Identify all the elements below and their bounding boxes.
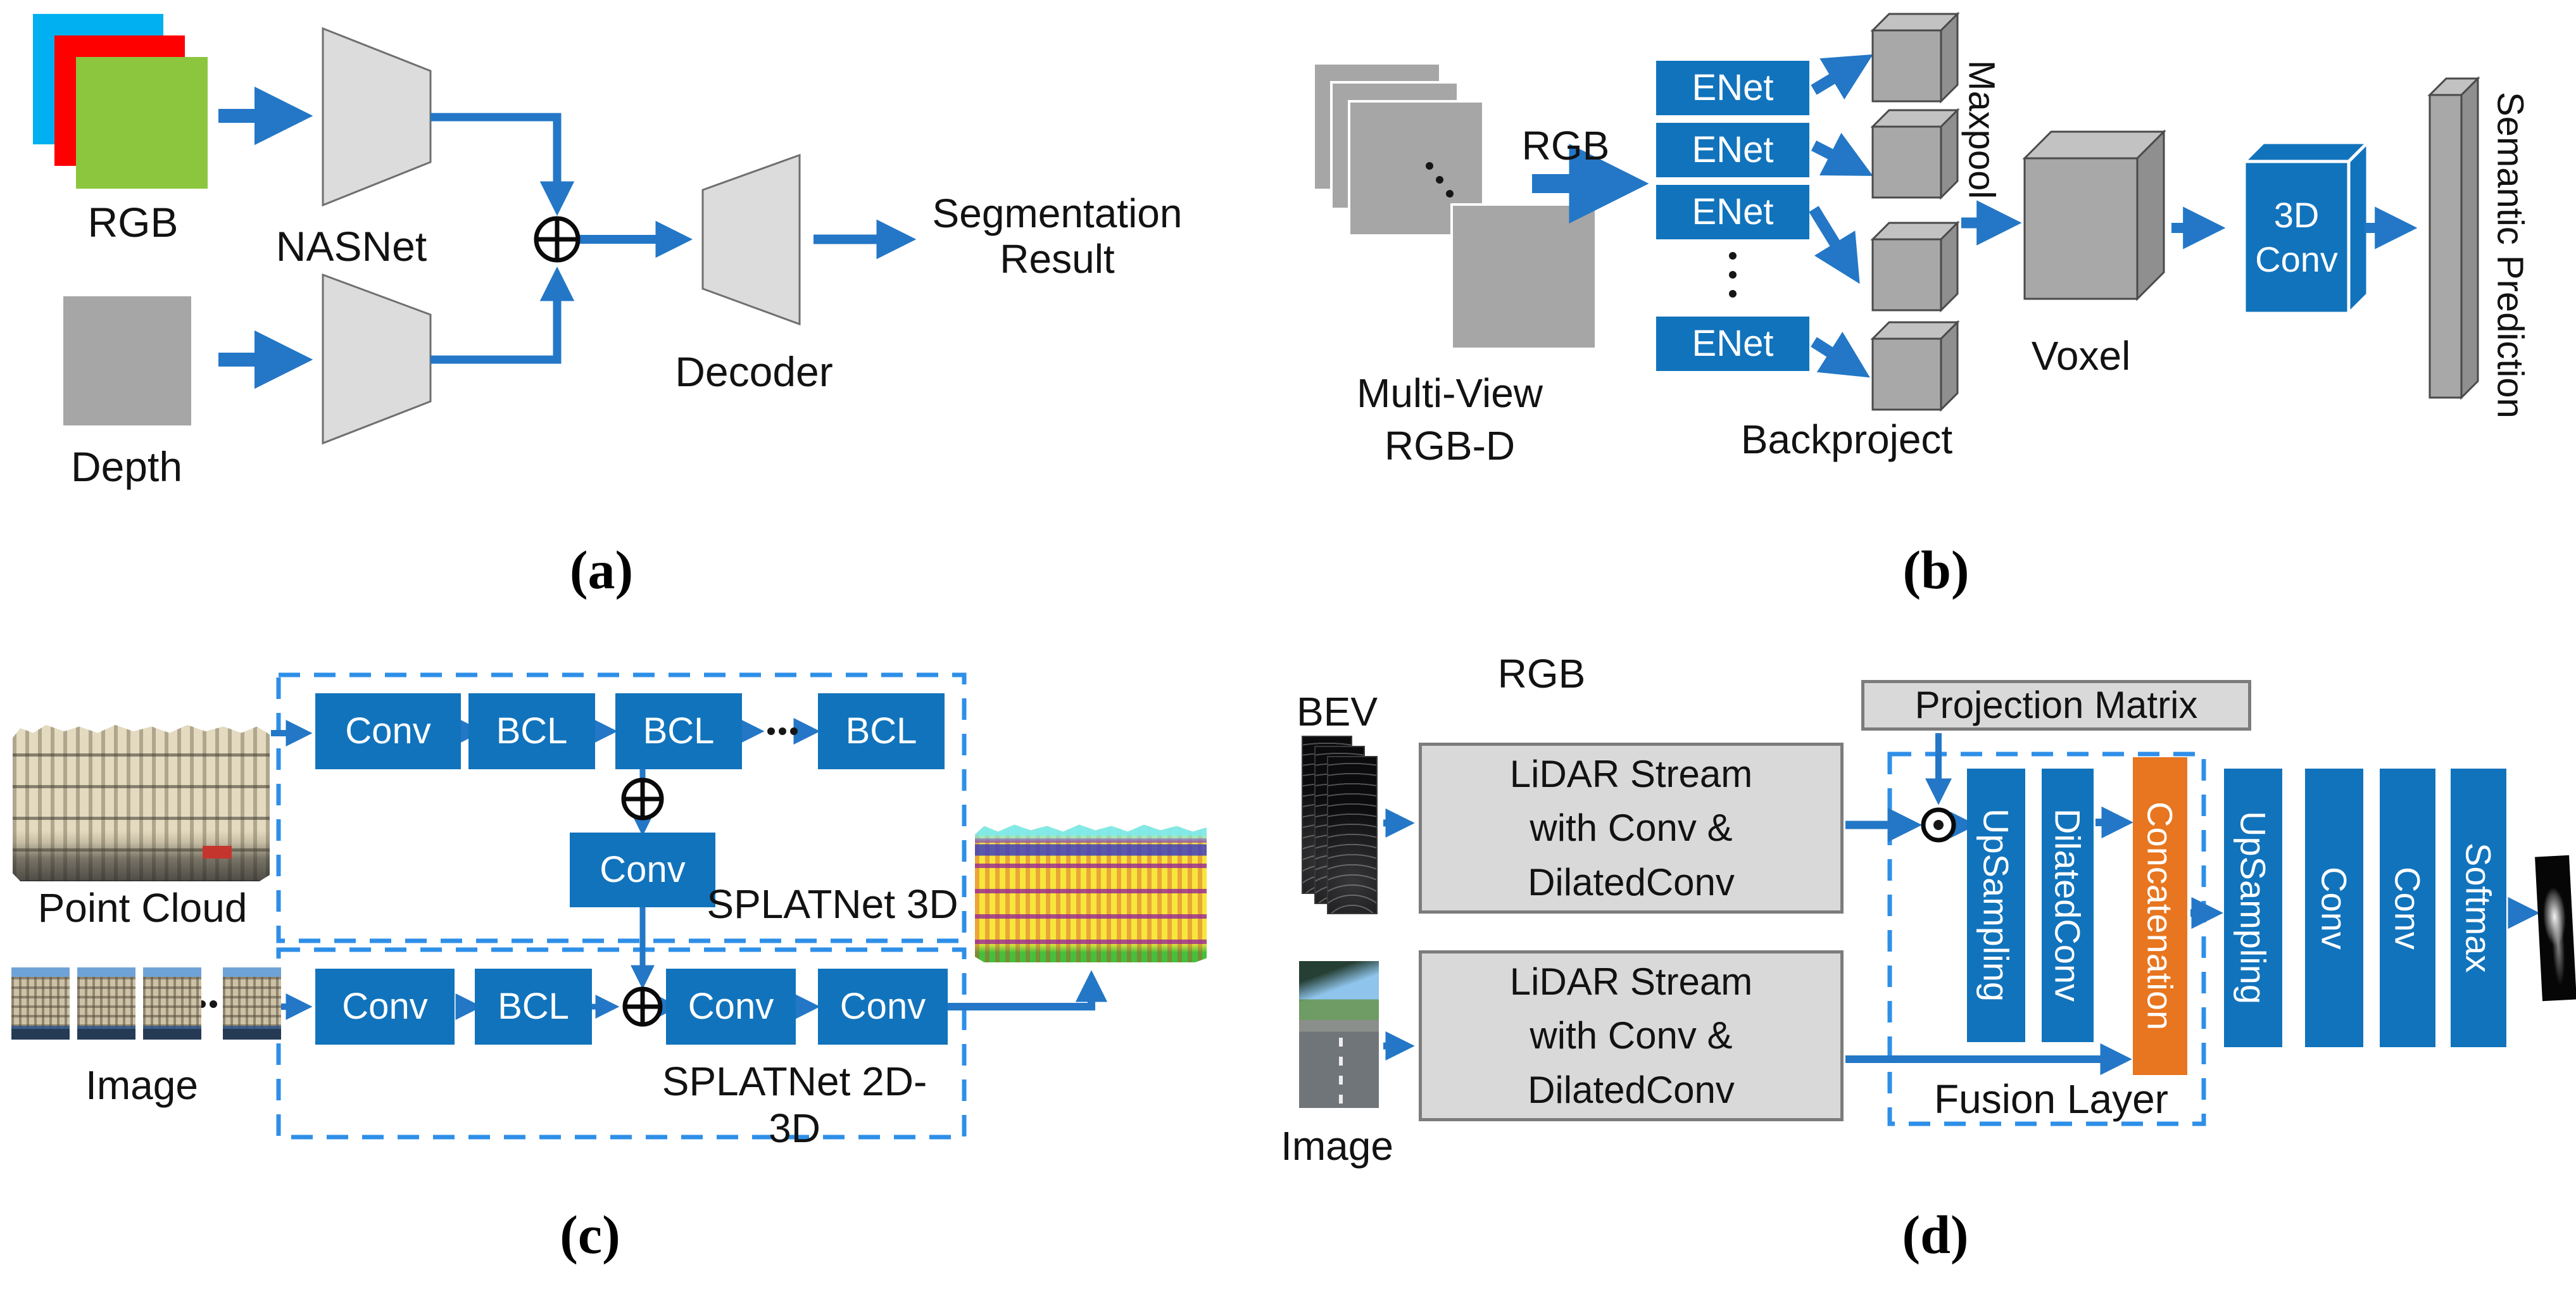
splatnet-2d3d-label: SPLATNet 2D-3D xyxy=(662,1059,927,1151)
fusion-layer-dashed-box xyxy=(1887,752,2206,1126)
projection-matrix-block: Projection Matrix xyxy=(1861,680,2251,731)
upsampling-block: UpSampling xyxy=(1967,769,2025,1042)
concatenation-block: Concatenation xyxy=(2133,757,2187,1075)
image-thumb-2 xyxy=(77,967,135,1040)
voxel-cube xyxy=(2022,129,2166,301)
output-arrow xyxy=(948,970,1108,1010)
image-thumb-1 xyxy=(11,967,70,1040)
panel-d-letter: (d) xyxy=(1902,1204,1969,1265)
semantic-prediction-label: Semantic Prediction xyxy=(2489,92,2531,418)
enet-block-3: ENet xyxy=(1656,185,1809,239)
splatnet2d3d-dashed-box xyxy=(276,947,967,1140)
sum-icon xyxy=(621,777,664,821)
bcl-block: BCL xyxy=(818,693,945,769)
conv-block: Conv xyxy=(570,833,715,907)
conv3d-cube xyxy=(2240,138,2372,318)
prediction-slab xyxy=(2427,76,2480,400)
multi-view-stack-icon xyxy=(1312,62,1597,350)
conv-block: Conv xyxy=(315,969,455,1045)
rgb-stack-icon xyxy=(33,14,208,189)
fusion-layer-label: Fusion Layer xyxy=(1934,1076,2168,1122)
image-thumb-3 xyxy=(143,967,201,1040)
panel-a-letter: (a) xyxy=(569,539,634,600)
panel-d-arrows xyxy=(1383,733,2540,1076)
backproject-label: Backproject xyxy=(1740,417,1953,462)
product-icon xyxy=(1921,807,1956,843)
point-cloud-image xyxy=(13,725,270,881)
depth-input-label: Depth xyxy=(70,443,183,490)
panel-a-arrows xyxy=(218,86,917,389)
lidar-stream-block-2: LiDAR Stream with Conv & DilatedConv xyxy=(1419,950,1844,1121)
conv-block: Conv xyxy=(2380,769,2435,1047)
multi-view-rgbd-label: Multi-View RGB-D xyxy=(1357,370,1543,469)
nasnet-encoder-trapezoid xyxy=(322,27,432,207)
point-cloud-sign xyxy=(203,846,232,859)
sum-icon xyxy=(534,216,581,263)
panel-c-shapes xyxy=(187,672,1108,1140)
image-label: Image xyxy=(85,1062,198,1108)
maxpool-label: Maxpool xyxy=(1961,60,2002,199)
bcl-block: BCL xyxy=(475,969,592,1045)
camera-image xyxy=(1299,961,1379,1108)
softmax-block: Softmax xyxy=(2451,769,2506,1047)
prediction-output-image xyxy=(2535,855,2576,1002)
conv3d-label: 3D Conv xyxy=(2255,195,2338,279)
panel-b-shapes xyxy=(1312,11,2480,412)
upsampling-block: UpSampling xyxy=(2224,769,2282,1047)
decoder-trapezoid xyxy=(701,153,801,326)
conv-block: Conv xyxy=(315,693,461,769)
segmented-point-cloud-image xyxy=(975,824,1207,962)
conv-block: Conv xyxy=(666,969,796,1045)
rgb-input-label: RGB xyxy=(87,199,179,246)
splatnet-3d-label: SPLATNet 3D xyxy=(707,881,958,927)
nasnet-label: NASNet xyxy=(275,223,427,270)
splatnet3d-dashed-box xyxy=(276,672,967,943)
panel-a-shapes xyxy=(33,14,917,445)
panel-d-shapes xyxy=(1383,733,2540,1126)
image-label: Image xyxy=(1281,1123,1393,1169)
rgb-label: RGB xyxy=(1497,651,1586,696)
depth-encoder-trapezoid xyxy=(322,273,432,445)
conv-block: Conv xyxy=(2305,769,2363,1047)
bev-image-3 xyxy=(1327,756,1378,914)
lidar-stream-block-1: LiDAR Stream with Conv & DilatedConv xyxy=(1419,743,1844,914)
bcl-block: BCL xyxy=(468,693,595,769)
lane-marking xyxy=(1339,1037,1343,1108)
enet-to-cube-arrows xyxy=(1809,54,1873,378)
voxel-label: Voxel xyxy=(2031,333,2131,379)
panel-b-letter: (b) xyxy=(1902,539,1970,600)
dilatedconv-block: DilatedConv xyxy=(2042,769,2094,1042)
rgb-label: RGB xyxy=(1521,123,1610,168)
enet-block-2: ENet xyxy=(1656,123,1809,177)
sum-icon xyxy=(622,986,663,1027)
image-thumb-4 xyxy=(223,967,281,1040)
point-cloud-label: Point Cloud xyxy=(37,885,248,931)
enet-block-4: ENet xyxy=(1656,317,1809,371)
enet-block-1: ENet xyxy=(1656,61,1809,115)
panel-c-letter: (c) xyxy=(560,1204,620,1265)
bcl-block: BCL xyxy=(615,693,742,769)
segmentation-result-label: Segmentation Result xyxy=(932,191,1183,282)
feature-cubes xyxy=(1870,11,1960,412)
depth-map-icon xyxy=(63,296,191,425)
bev-label: BEV xyxy=(1296,689,1378,734)
decoder-label: Decoder xyxy=(675,348,833,395)
conv-block: Conv xyxy=(818,969,948,1045)
